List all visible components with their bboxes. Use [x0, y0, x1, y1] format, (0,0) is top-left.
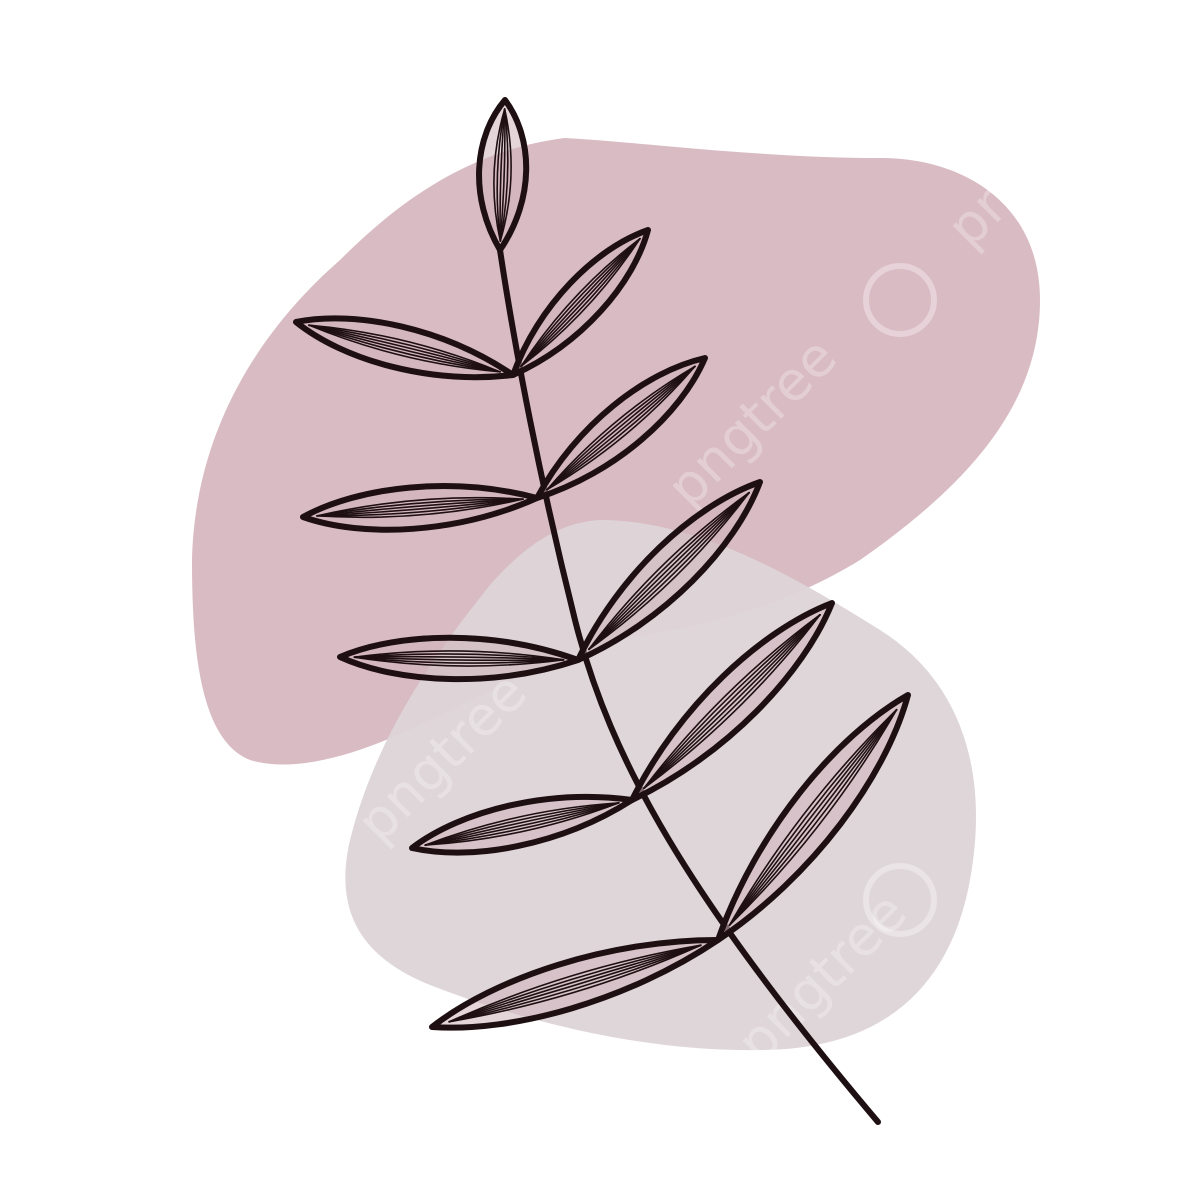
leaf-outline [337, 634, 581, 683]
leaf [534, 355, 708, 501]
leaf-vein [499, 108, 512, 242]
leaf-vein [353, 656, 565, 664]
leaf-vein [448, 944, 702, 1023]
leaf-veins [424, 802, 620, 846]
leaf-vein [643, 614, 821, 789]
leaf-vein [448, 944, 702, 1023]
leaf [476, 97, 530, 253]
leaf-vein [308, 324, 501, 373]
leaf-vein [520, 237, 641, 368]
leaf-vein [353, 655, 565, 661]
leaf-outline [575, 479, 763, 663]
leaf-vein [493, 108, 506, 242]
leaf-vein [546, 365, 696, 491]
leaf-vein [643, 614, 821, 789]
leaf-vein [588, 491, 750, 651]
leaf-vein [353, 650, 565, 661]
leaf-vein [308, 324, 501, 373]
leaf-vein [499, 108, 506, 242]
leaf-vein [316, 498, 524, 517]
leaf-vein [728, 708, 898, 927]
watermark-logo-1 [863, 263, 937, 337]
leaf-vein [499, 108, 506, 242]
leaf-vein [643, 614, 821, 789]
leaf-vein [316, 498, 524, 517]
leaf-vein [728, 708, 898, 927]
leaf-vein [424, 802, 620, 846]
leaf-vein [728, 708, 898, 927]
leaf-vein [588, 491, 750, 651]
leaf-veins [353, 650, 565, 667]
leaf-veins [520, 237, 641, 368]
leaf-vein [316, 498, 524, 517]
leaf-outline [629, 600, 835, 803]
leaf-outline [510, 227, 651, 378]
leaf-vein [353, 656, 565, 662]
leaf-vein [546, 365, 696, 491]
leaf-vein [448, 944, 702, 1023]
leaf-vein [588, 491, 750, 651]
leaf-vein [588, 491, 750, 651]
leaf-vein [728, 708, 898, 927]
leaf-vein [316, 498, 524, 517]
leaf [337, 634, 581, 683]
leaf-vein [308, 324, 501, 373]
leaf-vein [588, 491, 750, 651]
leaf-vein [588, 491, 750, 651]
leaf-vein [353, 656, 565, 667]
leaf-vein [353, 653, 565, 661]
leaf-veins [448, 944, 702, 1023]
leaf-vein [546, 365, 696, 491]
leaf [575, 479, 763, 663]
leaf-veins [546, 365, 696, 491]
leaf-vein [424, 802, 620, 846]
leaf-branch [293, 97, 911, 1125]
leaf-vein [546, 365, 696, 491]
leaf-vein [316, 498, 524, 519]
leaf-veins [316, 496, 524, 519]
leaf-vein [424, 802, 620, 846]
leaf [715, 692, 911, 943]
leaf-veins [493, 108, 512, 242]
leaf-outline [715, 692, 911, 943]
leaf [300, 483, 540, 533]
leaf-vein [308, 324, 501, 373]
leaf-vein [424, 802, 620, 846]
leaf-vein [496, 108, 506, 242]
leaf-veins [308, 324, 501, 373]
leaf-vein [546, 365, 696, 491]
leaf-vein [424, 802, 620, 846]
leaf-vein [308, 324, 501, 373]
leaf-vein [316, 496, 524, 517]
leaf-vein [728, 708, 898, 927]
leaf-vein [546, 365, 696, 491]
leaf-vein [520, 237, 641, 368]
leaf-outline [476, 97, 530, 253]
watermark-logo-2 [863, 863, 937, 937]
leaf-vein [520, 237, 641, 368]
leaf-veins [728, 708, 898, 927]
leaf-vein [643, 614, 821, 789]
leaf-vein [448, 944, 702, 1023]
leaf-vein [499, 108, 509, 242]
leaf-vein [643, 614, 821, 789]
leaf-vein [520, 237, 641, 368]
leaf-outline [534, 355, 708, 501]
leaf-vein [520, 237, 641, 368]
leaf-veins [588, 491, 750, 651]
leaf-vein [728, 708, 898, 927]
leaf [629, 600, 835, 803]
leaf [409, 793, 635, 856]
leaf [429, 936, 721, 1031]
leaf-vein [424, 802, 620, 846]
leaf-vein [448, 944, 702, 1023]
leaf [510, 227, 651, 378]
leaf [293, 315, 516, 381]
leaf-vein [520, 237, 641, 368]
leaf-veins [643, 614, 821, 789]
leaf-vein [643, 614, 821, 789]
leaf-vein [448, 944, 702, 1023]
leaf-vein [308, 324, 501, 373]
